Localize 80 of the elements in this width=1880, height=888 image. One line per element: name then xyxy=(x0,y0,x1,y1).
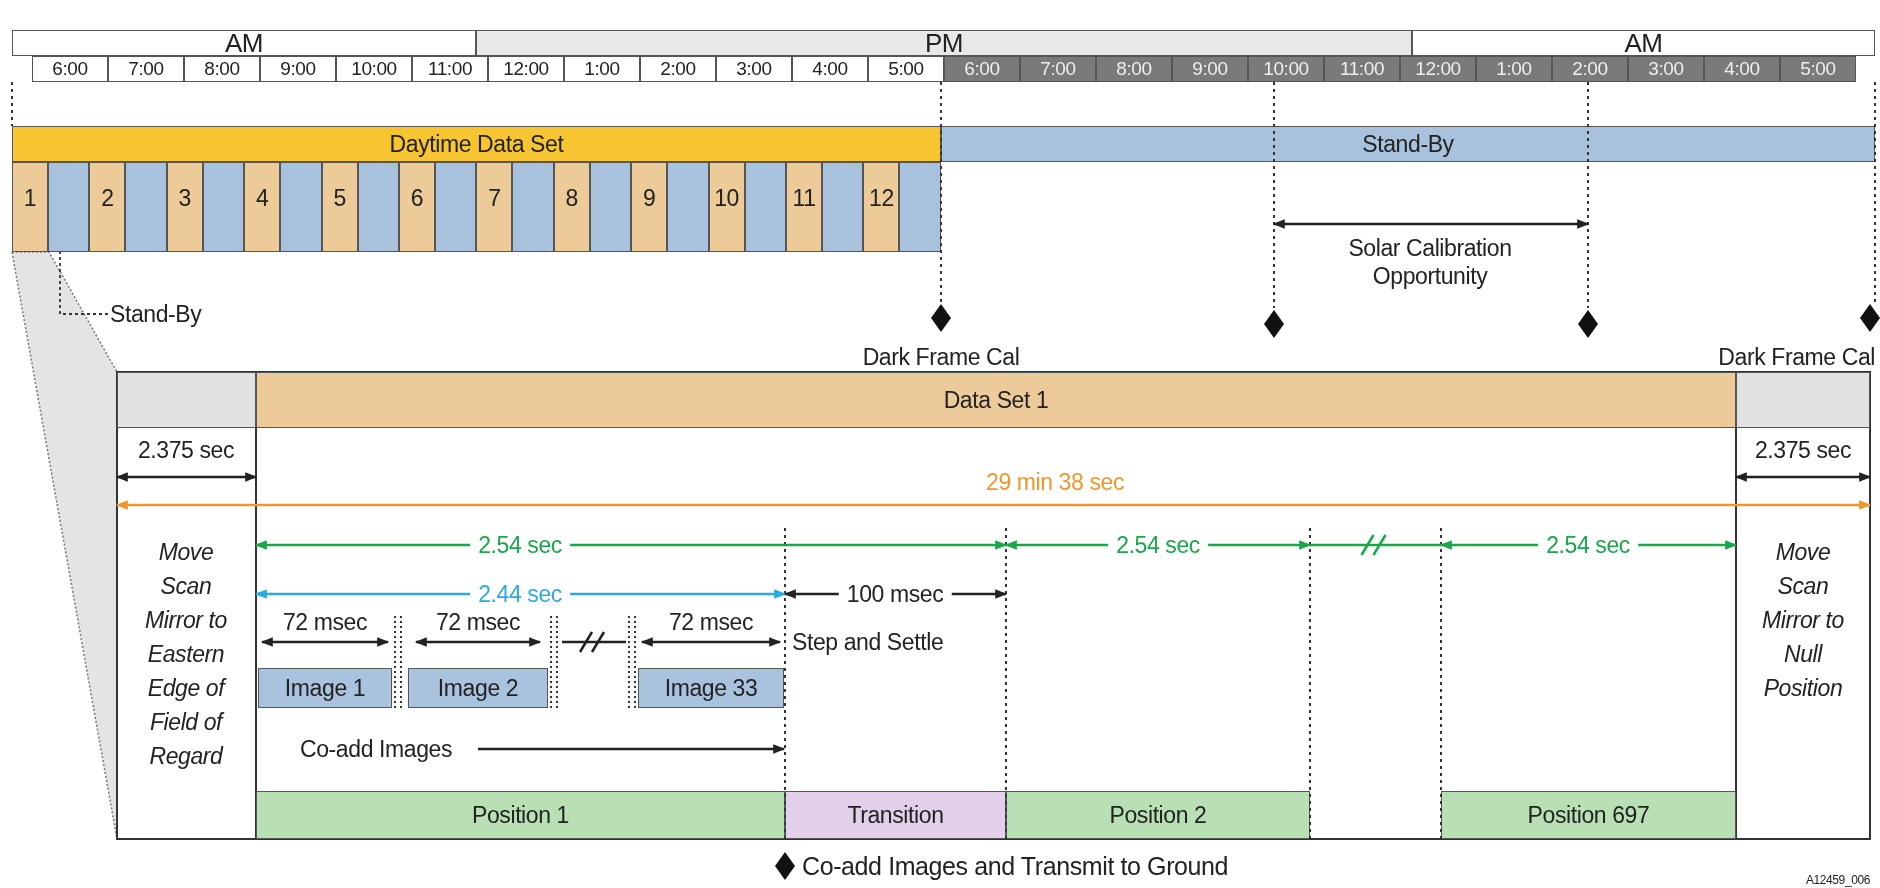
hour-cell: 2:00 xyxy=(640,56,716,82)
hour-cell: 7:00 xyxy=(1020,56,1096,82)
stand-by-slot xyxy=(512,162,554,252)
position-bar: Position 697 xyxy=(1441,791,1736,839)
step-description: Move Scan Mirror to Null Position xyxy=(1761,538,1845,703)
step-label: Step and Settle xyxy=(792,628,944,656)
hour-cell: 1:00 xyxy=(1476,56,1552,82)
data-set-slot: 11 xyxy=(786,162,822,252)
timeline-band: Daytime Data Set xyxy=(12,126,941,162)
hour-cell: 8:00 xyxy=(184,56,260,82)
hour-cell: 9:00 xyxy=(260,56,336,82)
position-bar: Position 1 xyxy=(256,791,785,839)
hour-cell: 5:00 xyxy=(868,56,944,82)
hour-cell: 8:00 xyxy=(1096,56,1172,82)
hour-cell: 3:00 xyxy=(1628,56,1704,82)
dimension-label: 2.375 sec xyxy=(137,436,235,464)
dimension-label: 72 msec xyxy=(282,608,368,636)
data-set-slot: 7 xyxy=(476,162,513,252)
hour-cell: 2:00 xyxy=(1552,56,1628,82)
callout-text: Dark Frame Cal xyxy=(1718,343,1875,371)
callout-text: Solar Calibration Opportunity xyxy=(1347,234,1513,290)
leader-line xyxy=(59,251,109,315)
hour-cell: 6:00 xyxy=(32,56,108,82)
data-set-slot: 5 xyxy=(321,162,358,252)
hour-cell: 4:00 xyxy=(1704,56,1780,82)
hour-cell: 4:00 xyxy=(792,56,868,82)
timeline-band: Stand-By xyxy=(941,126,1875,162)
image-bar: Image 1 xyxy=(258,668,392,708)
position-bar: Position 2 xyxy=(1006,791,1310,839)
hour-cell: 12:00 xyxy=(1400,56,1476,82)
stand-by-slot xyxy=(822,162,864,252)
callout-text: Dark Frame Cal xyxy=(862,343,1020,371)
stand-by-slot xyxy=(202,162,245,252)
stand-by-label: Stand-By xyxy=(110,300,202,328)
image-bar: Image 33 xyxy=(638,668,784,708)
dimension-label: 2.375 sec xyxy=(1754,436,1852,464)
stand-by-slot xyxy=(357,162,399,252)
hour-cell: 10:00 xyxy=(336,56,412,82)
dimension-label: 72 msec xyxy=(435,608,521,636)
stand-by-slot xyxy=(667,162,709,252)
hour-cell: 1:00 xyxy=(564,56,640,82)
period-header: AM xyxy=(12,30,476,56)
image-bar: Image 2 xyxy=(408,668,548,708)
header-band xyxy=(117,372,256,428)
period-header: AM xyxy=(1412,30,1875,56)
hour-cell: 5:00 xyxy=(1780,56,1856,82)
stand-by-slot xyxy=(589,162,632,252)
stand-by-slot xyxy=(125,162,167,252)
stand-by-slot xyxy=(744,162,786,252)
hour-cell: 11:00 xyxy=(1324,56,1400,82)
figure-id: A12459_006 xyxy=(1805,872,1870,888)
header-band: Data Set 1 xyxy=(256,372,1736,428)
stand-by-slot xyxy=(899,162,941,252)
header-band xyxy=(1736,372,1870,428)
data-set-slot: 3 xyxy=(166,162,203,252)
data-set-slot: 4 xyxy=(244,162,281,252)
step-label: Co-add Images xyxy=(300,735,453,763)
hour-cell: 3:00 xyxy=(716,56,792,82)
hour-cell: 7:00 xyxy=(108,56,184,82)
hour-cell: 10:00 xyxy=(1248,56,1324,82)
data-set-slot: 8 xyxy=(553,162,590,252)
data-set-slot: 12 xyxy=(863,162,900,252)
hour-cell: 11:00 xyxy=(412,56,488,82)
step-description: Move Scan Mirror to Eastern Edge of Field of Regard xyxy=(144,538,228,771)
hour-cell: 6:00 xyxy=(944,56,1020,82)
dimension-label: 29 min 38 sec xyxy=(986,468,1124,496)
stand-by-slot xyxy=(48,162,90,252)
stand-by-slot xyxy=(435,162,477,252)
data-set-slot: 6 xyxy=(399,162,435,252)
dimension-label: 72 msec xyxy=(668,608,754,636)
hour-cell: 12:00 xyxy=(488,56,564,82)
stand-by-slot xyxy=(280,162,322,252)
data-set-slot: 9 xyxy=(631,162,668,252)
event-label: Co-add Images and Transmit to Ground xyxy=(802,852,1229,880)
period-header: PM xyxy=(476,30,1412,56)
hour-cell: 9:00 xyxy=(1172,56,1248,82)
data-set-slot: 1 xyxy=(12,162,48,252)
data-set-slot: 10 xyxy=(708,162,745,252)
transition-bar: Transition xyxy=(785,791,1006,839)
data-set-slot: 2 xyxy=(89,162,126,252)
